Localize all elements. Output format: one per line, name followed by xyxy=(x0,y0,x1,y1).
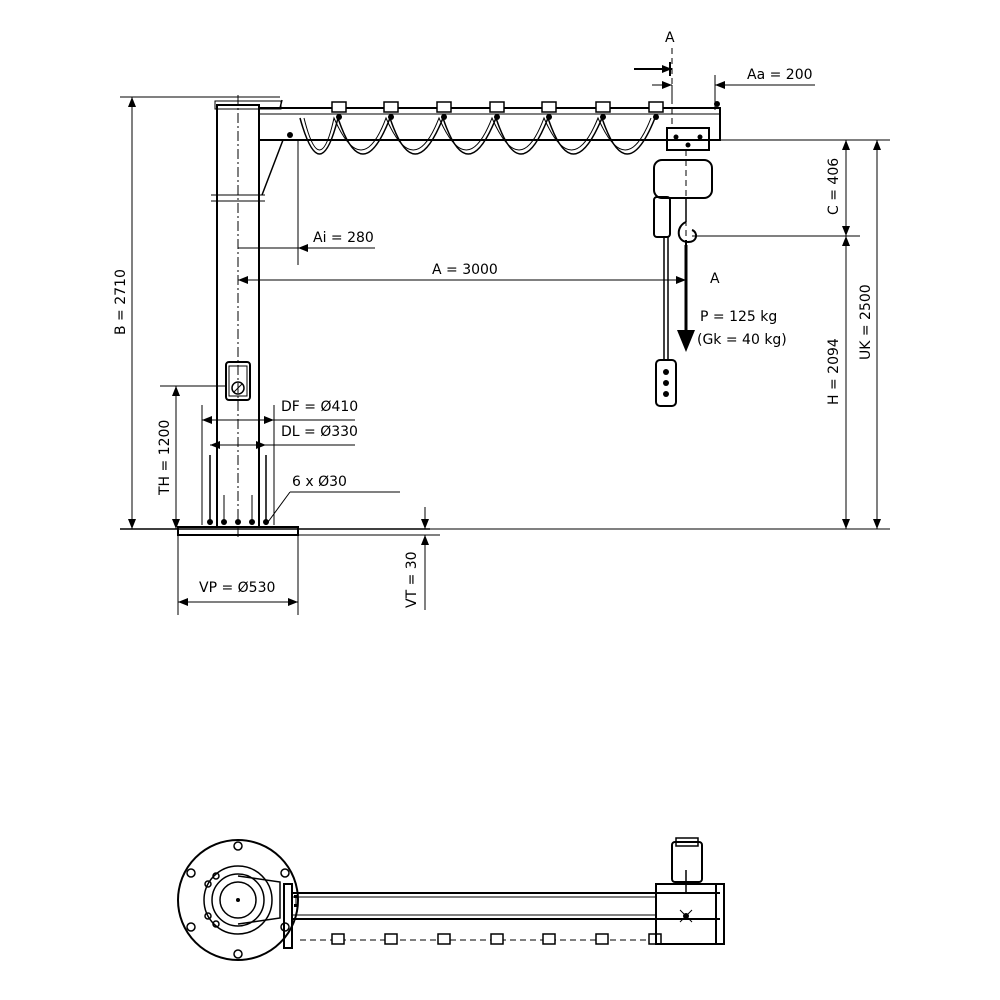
side-elevation-view: A A Aa = 200 Ai = 280 A = 3000 P = 125 k… xyxy=(113,30,890,615)
dim-vp xyxy=(177,535,299,615)
plan-jib-collar xyxy=(237,875,281,925)
aa-label: Aa = 200 xyxy=(747,67,813,83)
b-label: B = 2710 xyxy=(113,269,129,335)
holes-label: 6 x Ø30 xyxy=(292,474,347,490)
gk-label: (Gk = 40 kg) xyxy=(697,332,787,348)
electric-chain-hoist xyxy=(653,127,713,360)
foot-stiffeners xyxy=(207,455,269,525)
section-markers xyxy=(634,48,687,260)
dim-th xyxy=(160,385,226,529)
isolator-switch xyxy=(225,361,251,401)
dim-vt xyxy=(298,507,440,610)
plan-view xyxy=(177,837,725,961)
dim-holes xyxy=(267,491,400,523)
a-label: A = 3000 xyxy=(432,262,498,278)
section-label-top: A xyxy=(665,30,675,46)
dl-label: DL = Ø330 xyxy=(281,424,358,440)
c-label: C = 406 xyxy=(826,158,842,215)
plan-jib-beam xyxy=(292,883,725,945)
dim-b xyxy=(120,96,280,529)
ai-label: Ai = 280 xyxy=(313,230,374,246)
plan-hoist xyxy=(655,837,717,945)
section-label-bottom: A xyxy=(710,271,720,287)
load-arrow xyxy=(677,245,695,352)
dim-c xyxy=(692,139,890,237)
h-label: H = 2094 xyxy=(826,338,842,405)
dim-df-dl xyxy=(201,405,355,525)
p-label: P = 125 kg xyxy=(700,309,777,325)
vp-label: VP = Ø530 xyxy=(199,580,275,596)
th-label: TH = 1200 xyxy=(157,420,173,496)
dim-aa xyxy=(652,75,815,110)
dim-uk xyxy=(430,140,890,530)
vt-label: VT = 30 xyxy=(404,551,420,608)
cable-trolleys xyxy=(331,101,664,120)
festoon-cable xyxy=(287,101,720,155)
dim-ai xyxy=(238,140,375,265)
column xyxy=(211,95,282,540)
df-label: DF = Ø410 xyxy=(281,399,358,415)
plan-base-plate xyxy=(177,839,299,961)
uk-label: UK = 2500 xyxy=(858,284,874,360)
plan-cable-carriers xyxy=(300,933,662,945)
pendant-control xyxy=(655,359,677,407)
